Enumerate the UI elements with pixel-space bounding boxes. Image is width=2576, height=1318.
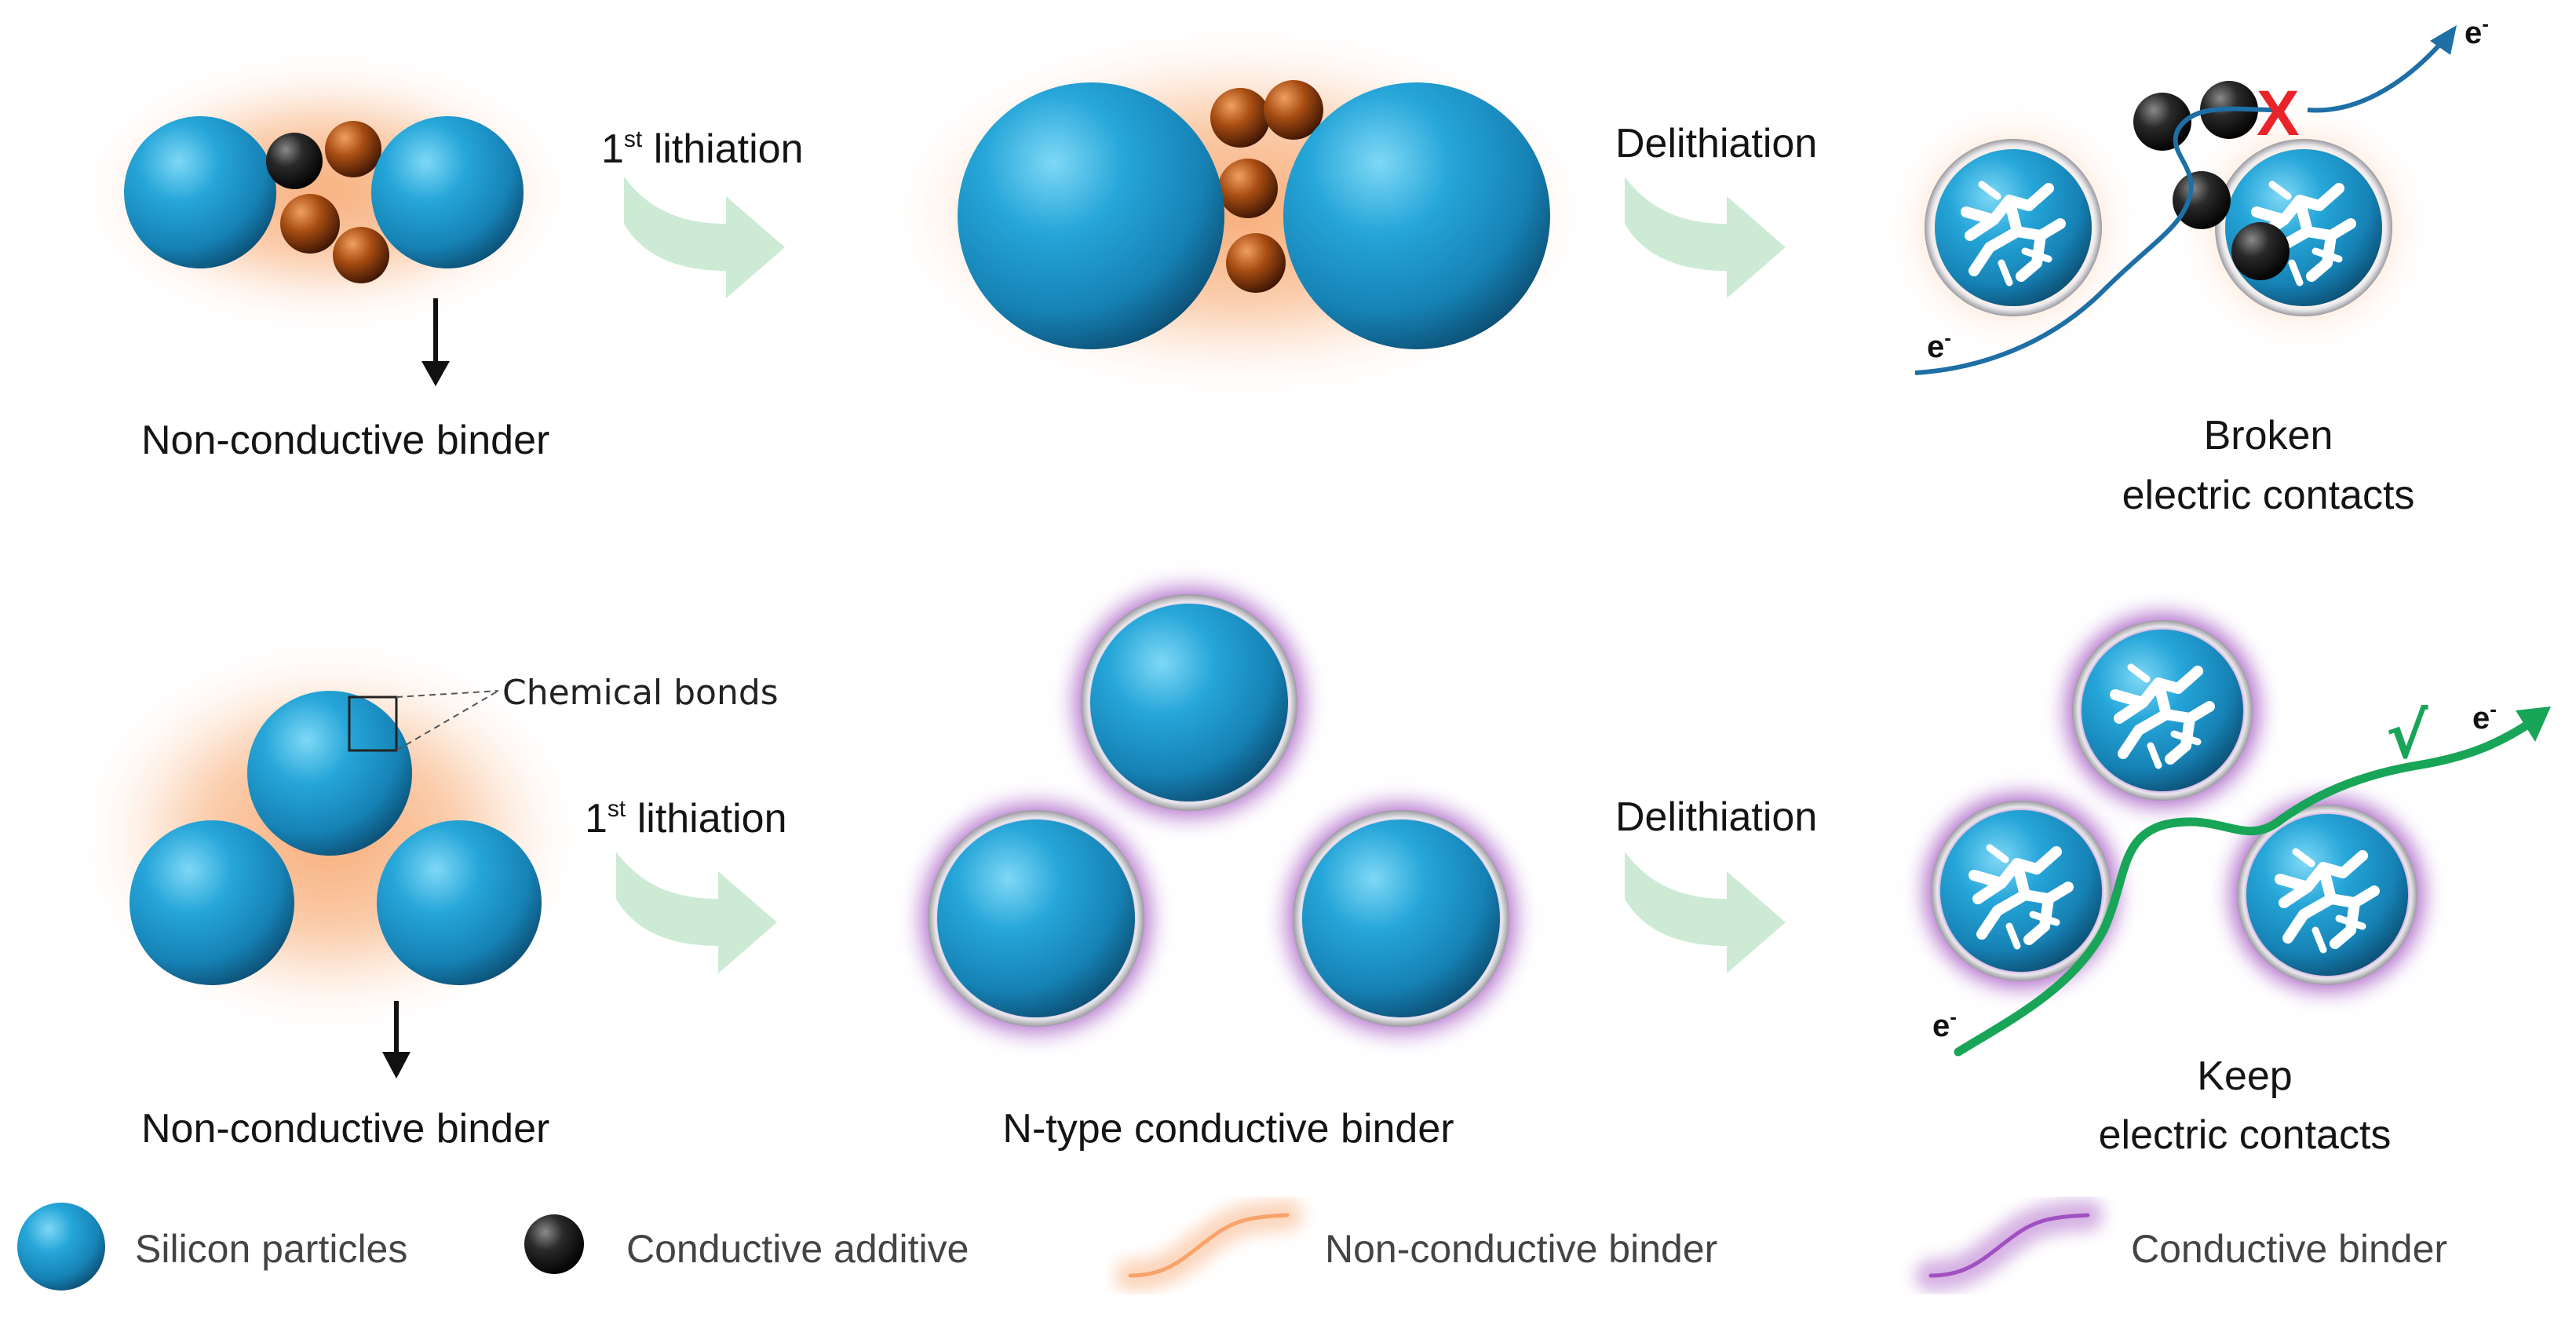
bottom-binder-label: Non-conductive binder <box>141 1106 549 1152</box>
ntype-binder-label: N-type conductive binder <box>1002 1106 1454 1152</box>
top-lithiated-electrode <box>903 43 1578 381</box>
legend-non-conductive-label: Non-conductive binder <box>1325 1227 1717 1271</box>
silicon-particle <box>958 82 1224 349</box>
bottom-result-line1: Keep <box>2197 1053 2292 1099</box>
silicon-particle <box>371 116 524 268</box>
bottom-step2-label: Delithiation <box>1615 794 1817 840</box>
silicon-particle <box>1090 604 1288 801</box>
top-binder-label: Non-conductive binder <box>141 418 549 463</box>
bottom-electron-out-label: e- <box>2472 697 2497 736</box>
bottom-electron-exit-arrowhead <box>2516 706 2551 742</box>
silicon-particle <box>130 820 294 985</box>
legend-silicon-label: Silicon particles <box>135 1227 407 1271</box>
legend-silicon: Silicon particles <box>17 1203 407 1291</box>
bottom-step1-label: 1st lithiation <box>585 796 787 842</box>
top-electron-in-label: e- <box>1927 326 1951 364</box>
legend-non-conductive: Non-conductive binder <box>1115 1199 1717 1291</box>
legend-additive: Conductive additive <box>524 1214 969 1274</box>
conductive-additive-particle <box>266 133 323 189</box>
kept-contact-check-mark: √ <box>2386 699 2428 772</box>
chemical-bond-callout-box <box>348 696 398 752</box>
silicon-particle <box>247 691 412 856</box>
chemical-bond-callout-line <box>396 690 499 698</box>
top-step1-label: 1st lithiation <box>601 126 804 172</box>
bottom-electron-in-label: e- <box>1932 1005 1957 1043</box>
silicon-particle <box>1283 82 1550 349</box>
broken-contact-mark: X <box>2257 78 2300 149</box>
top-result-line2: electric contacts <box>2122 473 2415 518</box>
top-electron-out-label: e- <box>2465 12 2489 50</box>
top-delithiated-electrode <box>1907 81 2410 334</box>
bottom-lithiated-electrode <box>907 573 1531 1048</box>
legend-conductive-label: Conductive binder <box>2131 1227 2447 1271</box>
chemical-bonds-label: Chemical bonds <box>502 673 779 713</box>
bottom-electron-path <box>1954 717 2536 1057</box>
top-lithiation-arrow <box>624 177 785 298</box>
bottom-initial-electrode <box>94 655 565 1017</box>
legend-conductive-swatch <box>1928 1213 2090 1278</box>
top-electron-exit-arrowhead <box>2430 25 2457 55</box>
top-result-line1: Broken <box>2204 413 2333 458</box>
bottom-binder-pointer-arrow <box>382 1001 410 1079</box>
top-initial-electrode <box>98 71 553 314</box>
top-step2-label: Delithiation <box>1615 121 1817 166</box>
silicon-particle <box>937 820 1135 1017</box>
legend-conductive: Conductive binder <box>1915 1199 2447 1291</box>
legend-additive-swatch <box>524 1214 584 1274</box>
bottom-result-line2: electric contacts <box>2099 1112 2392 1158</box>
legend: Silicon particles Conductive additive No… <box>17 1199 2447 1291</box>
bottom-delithiated-electrode <box>1911 601 2437 1005</box>
top-binder-pointer-arrow <box>421 298 450 386</box>
legend-additive-label: Conductive additive <box>626 1227 969 1271</box>
silicon-particle <box>124 116 276 268</box>
silicon-particle <box>377 820 542 985</box>
bottom-delithiation-arrow <box>1625 852 1786 973</box>
top-electron-exit-path <box>2307 41 2443 113</box>
legend-non-conductive-swatch <box>1128 1213 1290 1278</box>
silicon-particle <box>1302 820 1500 1017</box>
legend-silicon-swatch <box>17 1203 105 1291</box>
bottom-lithiation-arrow <box>616 852 777 973</box>
top-electron-path <box>1914 106 2277 375</box>
top-delithiation-arrow <box>1625 177 1786 298</box>
